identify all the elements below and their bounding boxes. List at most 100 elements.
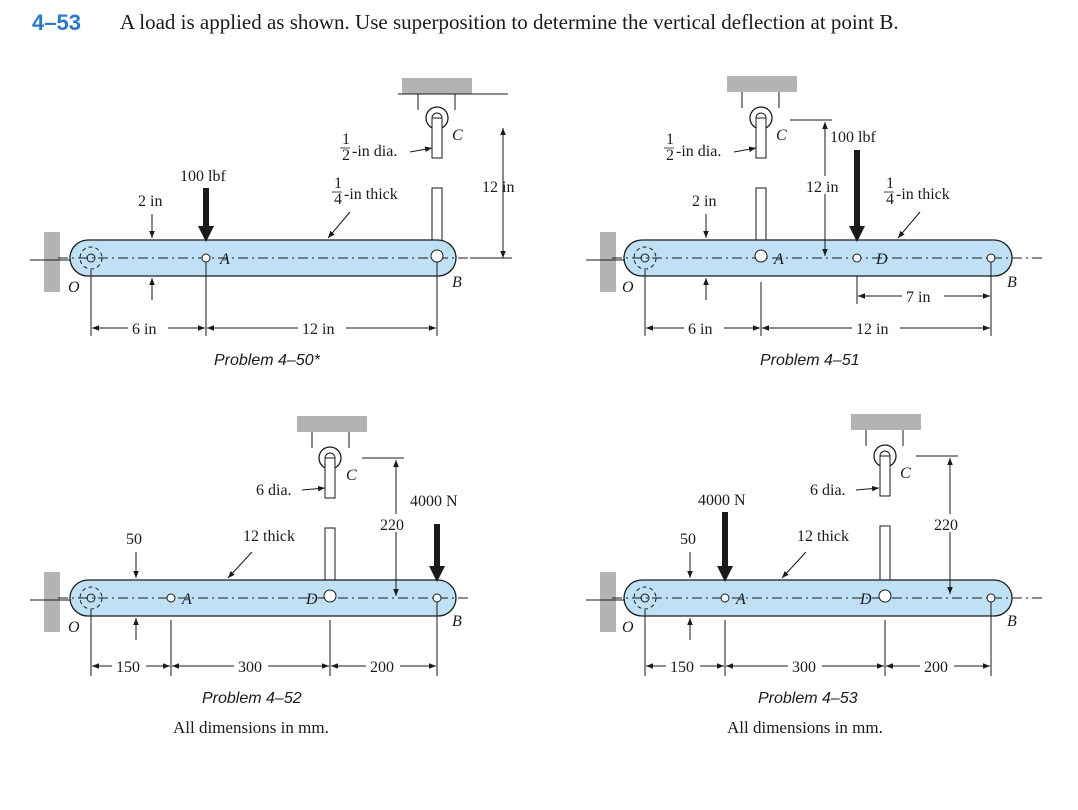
load-arrow-head [429,566,445,582]
dim-label-right: 200 [924,659,948,676]
fraction-denominator: 2 [666,147,674,164]
load-arrow-head [717,566,733,582]
point-b-marker [986,593,996,603]
dim-label-left: 150 [116,659,140,676]
thickness-label: -in thick [896,186,950,203]
label-bg [804,176,848,194]
wall-support-o [44,572,60,632]
load-label: 100 lbf [180,168,226,185]
leader-arrow [781,551,807,579]
pin-dia-label: 6 dia. [256,482,292,499]
label-bg [920,656,954,674]
label-bg [128,318,168,336]
dim-label-right: 12 in [856,321,888,338]
point-b-marker [986,253,996,263]
point-a-label: A [219,251,230,268]
figure-problem-4-52: 4000 N 220 6 dia. 12 thick 50 150 300 20… [30,416,470,676]
wall-support-o [44,232,60,292]
pin-o-inner [640,593,650,603]
leader-arrow [897,211,921,239]
point-c-label: C [346,467,357,484]
label-bg [666,656,700,674]
point-a-marker [166,593,176,603]
figure-caption: Problem 4–51 [760,352,860,369]
rod-upper [324,457,336,499]
rod-lower [879,525,891,587]
load-label: 4000 N [698,492,746,509]
thickness-dim-label: 50 [680,531,696,548]
thickness-label: 12 thick [797,528,849,545]
load-label: 4000 N [410,493,458,510]
thickness-dim-label: 2 in [138,193,162,210]
point-a-label: A [735,591,746,608]
point-a-marker [720,593,730,603]
problem-header: 4–53 A load is applied as shown. Use sup… [14,6,1064,40]
point-o-label: O [622,619,634,636]
point-o-label: O [68,279,80,296]
pin-o-inner [640,253,650,263]
point-c-label: C [452,127,463,144]
point-d-label: D [875,251,888,268]
point-d-label: D [305,591,318,608]
figure-caption: Problem 4–52 [202,690,302,707]
fraction-numerator: 1 [334,175,342,192]
fraction-numerator: 1 [342,131,350,148]
load-arrow-head [198,226,214,242]
thickness-dim-label: 50 [126,531,142,548]
point-c-label: C [900,465,911,482]
point-a-label: A [773,251,784,268]
units-note: All dimensions in mm. [173,718,329,737]
point-o-label: O [622,279,634,296]
label-bg [234,656,268,674]
fraction-denominator: 4 [886,191,894,208]
problem-number: 4–53 [32,10,81,35]
wall-support-o [600,572,616,632]
dim-label-left: 6 in [688,321,712,338]
leader-arrow [855,485,880,492]
figure-caption: Problem 4–50* [214,352,320,369]
dim-label-d: 7 in [906,289,930,306]
figure-problem-4-51: 100 lbf 12 in 1 2 -in dia. 1 4 -in thick… [586,76,1045,338]
pin-o [633,586,657,610]
ceiling-support-c [297,416,367,432]
leader-arrow [733,146,757,153]
dim-label-left: 150 [670,659,694,676]
units-note: All dimensions in mm. [727,718,883,737]
point-b-label: B [1007,274,1017,291]
pin-o-inner [86,253,96,263]
thickness-dim-label: 2 in [692,193,716,210]
pin-o [79,586,103,610]
point-b-label: B [452,274,462,291]
figure-problem-4-50: 100 lbf 2 in 1 2 -in dia. 1 4 -in thick … [30,78,514,338]
label-bg [932,514,964,532]
fraction-numerator: 1 [666,131,674,148]
rod-lower [431,187,443,247]
figure-problem-4-53: 4000 N 220 6 dia. 12 thick 50 150 300 20… [586,414,1045,676]
pin-o [79,246,103,270]
point-a-marker [201,253,211,263]
label-bg [788,656,822,674]
leader-arrow [327,211,351,239]
pin-o-inner [86,593,96,603]
thickness-label: 12 thick [243,528,295,545]
label-bg [298,318,346,336]
pin-o [633,246,657,270]
ceiling-support-c [851,414,921,430]
rod-upper [879,455,891,497]
fraction-denominator: 4 [334,191,342,208]
dim-label-mid: 300 [792,659,816,676]
rod-length-label: 220 [380,517,404,534]
label-bg [366,656,400,674]
point-b-marker [432,593,442,603]
point-d-label: D [859,591,872,608]
dim-label-left: 6 in [132,321,156,338]
wall-support-o [600,232,616,292]
label-bg [852,318,900,336]
pin-a [754,249,768,263]
label-bg [112,656,146,674]
point-a-label: A [181,591,192,608]
rod-lower [755,187,767,247]
pin-d [323,589,337,603]
thickness-label: -in thick [344,186,398,203]
